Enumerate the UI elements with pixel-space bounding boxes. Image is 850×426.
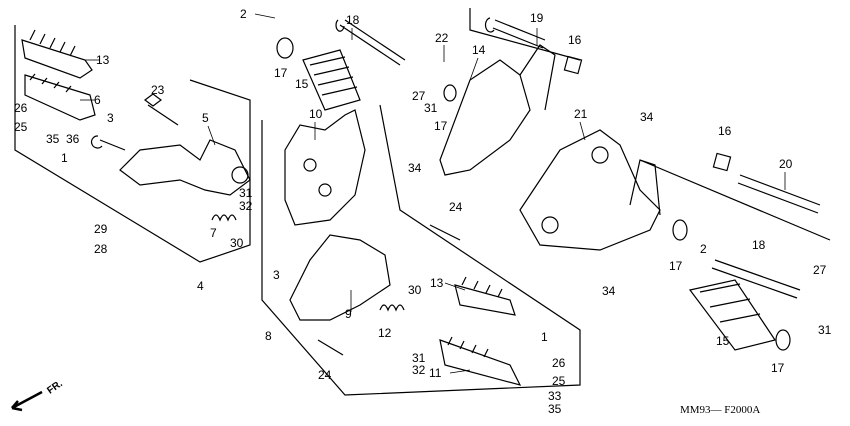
- callout-15: 15: [716, 334, 730, 348]
- plate-hole: [318, 183, 332, 197]
- footpeg-bracket: [24, 73, 96, 121]
- pivot-pin: [335, 19, 406, 66]
- callout-1: 1: [61, 151, 68, 165]
- spring: [379, 304, 405, 312]
- step-plate-10: [284, 109, 366, 226]
- washer: [443, 84, 457, 102]
- washer: [672, 219, 688, 241]
- callout-32: 32: [412, 363, 426, 377]
- callout-25: 25: [14, 120, 28, 134]
- callout-30: 30: [230, 236, 244, 250]
- grip-rubber: [688, 279, 776, 351]
- callout-35: 35: [46, 132, 60, 146]
- footpeg-bracket: [439, 336, 522, 386]
- callout-2: 2: [240, 7, 247, 21]
- callout-21: 21: [574, 107, 588, 121]
- callout-34: 34: [640, 110, 654, 124]
- plate-hole: [591, 146, 609, 164]
- callout-35: 35: [548, 402, 562, 416]
- callout-18: 18: [346, 13, 360, 27]
- heel-guard-loop: [629, 159, 661, 216]
- diagram-code: MM93— F2000A: [680, 404, 761, 416]
- footpeg-rubber: [454, 276, 516, 316]
- washer: [775, 329, 791, 351]
- pivot-hole: [231, 166, 249, 184]
- spring: [211, 214, 237, 222]
- callout-12: 12: [378, 326, 392, 340]
- callout-24: 24: [449, 200, 463, 214]
- collar: [712, 152, 732, 172]
- callout-25: 25: [552, 374, 566, 388]
- callout-23: 23: [151, 83, 165, 97]
- callout-13: 13: [430, 276, 444, 290]
- callout-32: 32: [239, 199, 253, 213]
- callout-1: 1: [541, 330, 548, 344]
- callout-31: 31: [818, 323, 832, 337]
- plate-hole: [303, 158, 317, 172]
- callout-7: 7: [210, 226, 217, 240]
- step-bracket-left: [119, 139, 251, 196]
- callout-5: 5: [202, 111, 209, 125]
- callout-26: 26: [14, 101, 28, 115]
- callout-33: 33: [548, 389, 562, 403]
- callout-31: 31: [424, 101, 438, 115]
- callout-36: 36: [66, 132, 80, 146]
- plate-hole: [541, 216, 559, 234]
- callout-27: 27: [412, 89, 426, 103]
- callout-9: 9: [345, 307, 352, 321]
- callout-19: 19: [530, 11, 544, 25]
- group-frame-top: [469, 8, 581, 61]
- callout-17: 17: [771, 361, 785, 375]
- callout-14: 14: [472, 43, 486, 57]
- heel-guard-21: [519, 129, 661, 251]
- callout-13: 13: [96, 53, 110, 67]
- callout-11: 11: [429, 366, 442, 380]
- footpeg-rubber: [21, 29, 93, 79]
- group-frame-left: [14, 25, 251, 263]
- pin: [90, 135, 126, 151]
- bolt: [144, 93, 179, 126]
- callout-6: 6: [94, 93, 101, 107]
- callout-27: 27: [813, 263, 827, 277]
- callout-18: 18: [752, 238, 766, 252]
- callout-17: 17: [669, 259, 683, 273]
- callout-3: 3: [107, 111, 114, 125]
- pivot-pin: [737, 174, 821, 214]
- callout-20: 20: [779, 157, 793, 171]
- callout-31: 31: [412, 351, 426, 365]
- callout-17: 17: [274, 66, 288, 80]
- grip-rubber: [302, 49, 361, 111]
- leader-lines: [80, 13, 786, 374]
- callout-29: 29: [94, 222, 108, 236]
- collar: [563, 55, 583, 75]
- front-arrow-icon: [11, 390, 43, 412]
- callout-2: 2: [700, 242, 707, 256]
- callout-22: 22: [435, 31, 449, 45]
- callout-15: 15: [295, 77, 309, 91]
- callout-24: 24: [318, 368, 332, 382]
- callout-16: 16: [568, 33, 582, 47]
- callout-31: 31: [239, 186, 253, 200]
- callout-8: 8: [265, 329, 272, 343]
- step-plate-9: [289, 234, 391, 321]
- callout-34: 34: [602, 284, 616, 298]
- callout-28: 28: [94, 242, 108, 256]
- bolt: [429, 224, 461, 241]
- callout-4: 4: [197, 279, 204, 293]
- callout-16: 16: [718, 124, 732, 138]
- group-frame-right: [639, 159, 831, 241]
- bolt: [317, 339, 344, 356]
- washer: [276, 37, 294, 59]
- callout-26: 26: [552, 356, 566, 370]
- heel-guard-loop: [519, 44, 556, 111]
- callout-17: 17: [434, 119, 448, 133]
- callout-3: 3: [273, 268, 280, 282]
- pivot-pin: [711, 259, 801, 299]
- callout-34: 34: [408, 161, 422, 175]
- heel-guard-14: [439, 59, 531, 176]
- callout-10: 10: [309, 107, 323, 121]
- callout-30: 30: [408, 283, 422, 297]
- group-frame-center: [261, 104, 581, 396]
